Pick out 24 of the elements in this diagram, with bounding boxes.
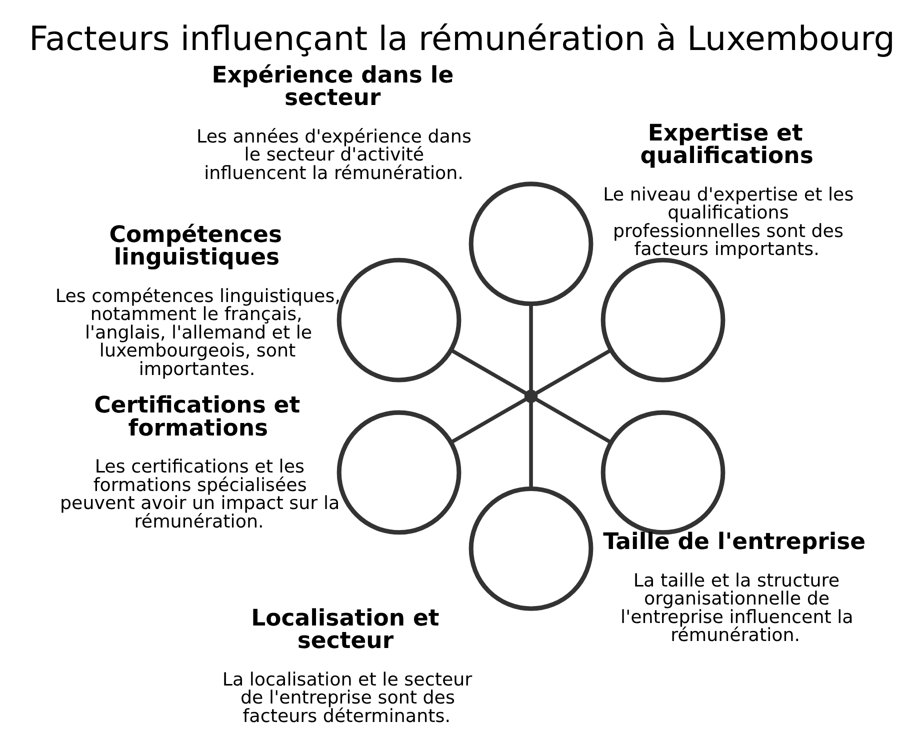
node-label: Localisation et secteur <box>251 605 440 654</box>
node-label: Les certifications et les formations spécialisées peuvent avoir un impact sur la rémunération. <box>60 456 340 532</box>
node-circle <box>336 410 462 535</box>
node-label: Certifications et formations <box>94 392 300 442</box>
node-circle <box>468 486 594 611</box>
node-label: La localisation et le secteur de l'entreprise sont des facteurs déterminants. <box>222 669 472 727</box>
node-label: Le niveau d'expertise et les qualifications professionnelles sont des facteurs importants. <box>603 184 854 260</box>
node-label: La taille et la structure organisationnelle de l'entreprise influencent la rémunération. <box>620 570 854 646</box>
node-label: Expérience dans le secteur <box>212 62 454 112</box>
node-circle <box>600 258 726 382</box>
node-label: Taille de l'entreprise <box>603 529 866 556</box>
node-label: Compétences linguistiques <box>109 222 282 271</box>
node-point <box>524 390 538 403</box>
diagram-title: Facteurs influençant la rémunération à Luxembourg <box>29 18 895 58</box>
connector <box>529 304 533 392</box>
connector <box>534 396 612 444</box>
node-circle <box>468 182 594 306</box>
connector <box>534 348 612 396</box>
node-label: Les compétences linguistiques, notamment le français, l'anglais, l'allemand et le luxembourgeois, sont importantes. <box>55 286 341 380</box>
connector <box>529 400 533 488</box>
node-label: Expertise et qualifications <box>640 120 814 170</box>
connector <box>450 348 528 396</box>
connector <box>450 396 528 444</box>
node-label: Les années d'expérience dans le secteur d'activité influencent la rémunération. <box>196 126 472 184</box>
